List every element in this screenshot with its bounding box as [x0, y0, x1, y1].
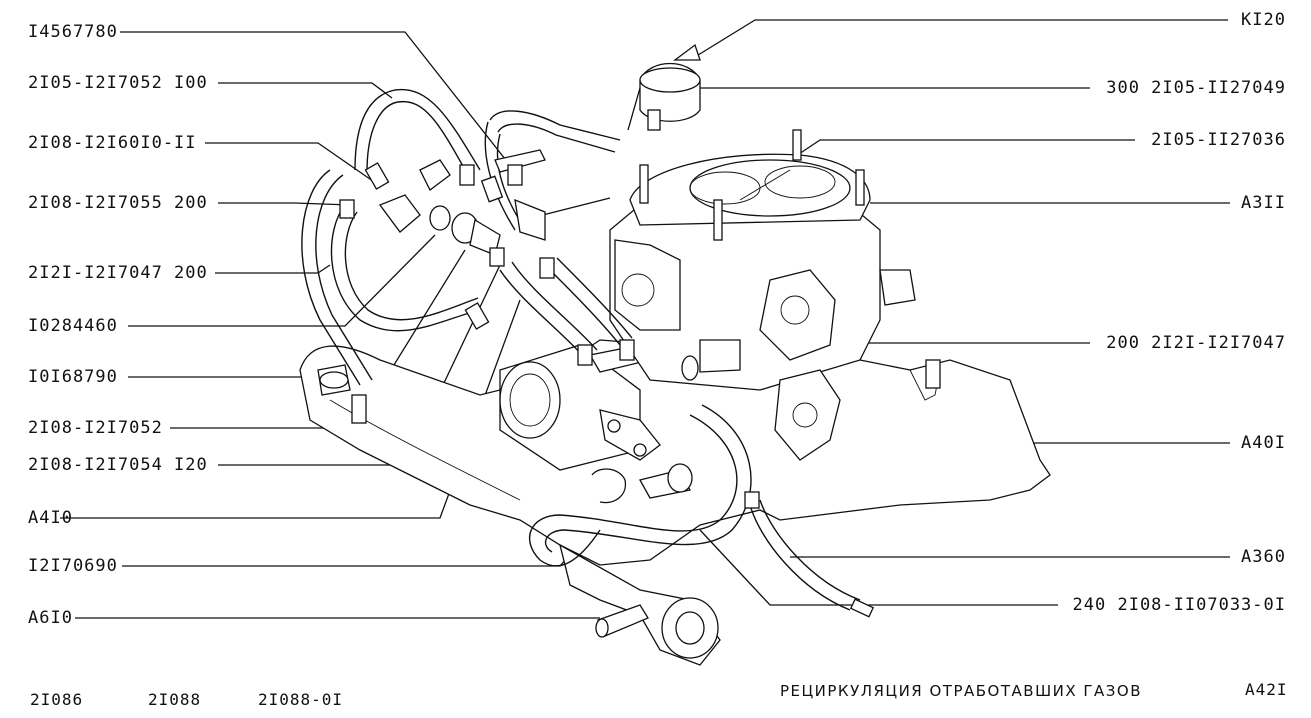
footer-model-21088-01: 2I088-0I	[258, 690, 344, 709]
intake-manifold	[299, 339, 1051, 566]
egr-valve	[499, 344, 661, 471]
carburetor	[609, 129, 916, 461]
label-part-k120: KI20	[1241, 10, 1286, 30]
leader-lines-left	[60, 31, 601, 619]
label-part-2121-1217047-200: 2I2I-I2I7047 200	[28, 263, 208, 283]
footer-model-21086: 2I086	[30, 690, 84, 709]
page-code: A42I	[1245, 680, 1288, 699]
label-part-10284460: I0284460	[28, 316, 118, 336]
fittings	[317, 149, 693, 504]
label-part-2105-1217052-100: 2I05-I2I7052 I00	[28, 73, 208, 93]
diagram-title: РЕЦИРКУЛЯЦИЯ ОТРАБОТАВШИХ ГАЗОВ	[780, 682, 1142, 700]
label-part-a410: A4I0	[28, 508, 73, 528]
label-part-a311: A3II	[1241, 193, 1286, 213]
label-part-2105-1127036: 2I05-II27036	[1151, 130, 1286, 150]
label-part-10168790: I0I68790	[28, 367, 118, 387]
hoses	[301, 88, 875, 618]
label-part-a401: A40I	[1241, 433, 1286, 453]
label-part-2108-1217054-120: 2I08-I2I7054 I20	[28, 455, 208, 475]
label-part-240-2108-1107033-01: 240 2I08-II07033-0I	[1072, 595, 1286, 615]
label-part-a610: A6I0	[28, 608, 73, 628]
label-part-12170690: I2I70690	[28, 556, 118, 576]
vacuum-valve-k120	[639, 43, 701, 131]
footer-model-21088: 2I088	[148, 690, 202, 709]
label-part-200-2121-1217047: 200 2I2I-I2I7047	[1106, 333, 1286, 353]
label-part-2108-1216010-11: 2I08-I2I60I0-II	[28, 133, 197, 153]
label-part-14567780: I4567780	[28, 22, 118, 42]
label-part-2108-1217055-200: 2I08-I2I7055 200	[28, 193, 208, 213]
exhaust-pipe-flange	[559, 543, 721, 666]
label-part-2108-1217052: 2I08-I2I7052	[28, 418, 163, 438]
label-part-a360: A360	[1241, 547, 1286, 567]
label-part-300-2105-1127049: 300 2I05-II27049	[1106, 78, 1286, 98]
